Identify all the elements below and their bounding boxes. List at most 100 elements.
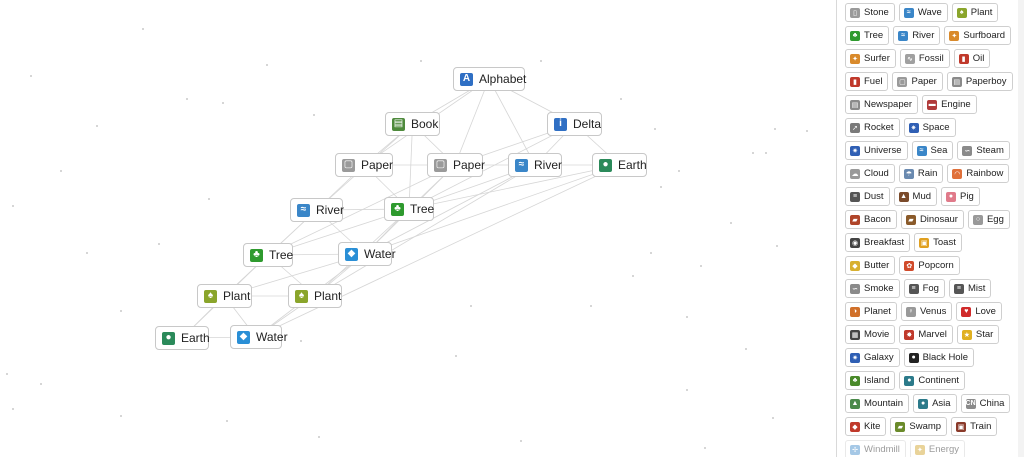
canvas-node-water2[interactable]: ◆Water	[230, 325, 288, 349]
sidebar-item-mud[interactable]: ▲Mud	[893, 187, 938, 206]
sidebar-item-rainbow[interactable]: ◠Rainbow	[947, 164, 1010, 183]
sidebar-item-paper[interactable]: ▢Paper	[892, 72, 943, 91]
sidebar-item-pig[interactable]: ●Pig	[941, 187, 980, 206]
background-dot	[654, 128, 656, 130]
sidebar-item-tree[interactable]: ♣Tree	[845, 26, 890, 45]
sidebar-item-fog[interactable]: ≡Fog	[903, 279, 945, 298]
sidebar-item-surfer[interactable]: ✦Surfer	[845, 49, 896, 68]
mist-icon: ≡	[953, 283, 964, 294]
paper-icon: ▢	[434, 158, 447, 172]
sidebar-item-smoke[interactable]: ∽Smoke	[845, 279, 900, 298]
newspaper-icon: ▤	[951, 76, 962, 87]
background-dot	[540, 60, 542, 62]
oil-icon: ▮	[958, 53, 969, 64]
sidebar-item-love[interactable]: ♥Love	[956, 302, 1002, 321]
items-sidebar[interactable]: ▯Stone≈Wave♠Plant♣Tree≈River✦Surfboard✦S…	[836, 0, 1024, 457]
sidebar-item-dust[interactable]: ≡Dust	[845, 187, 890, 206]
sidebar-item-black-hole[interactable]: ●Black Hole	[903, 348, 974, 367]
movie-icon: ▦	[850, 329, 860, 340]
sidebar-item-continent[interactable]: ●Continent	[899, 371, 966, 390]
sidebar-item-paperboy[interactable]: ▤Paperboy	[946, 72, 1013, 91]
sidebar-item-mountain[interactable]: ▲Mountain	[845, 394, 910, 413]
sidebar-item-universe[interactable]: ✷Universe	[845, 141, 908, 160]
sidebar-item-popcorn[interactable]: ✿Popcorn	[899, 256, 960, 275]
sidebar-item-plant[interactable]: ♠Plant	[951, 3, 999, 22]
planet-icon: ◑	[850, 306, 860, 317]
canvas-node-book[interactable]: ▤Book	[385, 112, 440, 136]
wave-icon: ≈	[515, 158, 528, 172]
sidebar-item-rain[interactable]: ☂Rain	[898, 164, 944, 183]
earth-icon: ●	[162, 331, 175, 345]
canvas-node-paper1[interactable]: ▢Paper	[335, 153, 393, 177]
background-dot	[455, 355, 457, 357]
sidebar-item-space[interactable]: ✷Space	[903, 118, 956, 137]
egg-icon: ○	[972, 214, 983, 225]
sidebar-item-fuel[interactable]: ▮Fuel	[845, 72, 889, 91]
tree-icon: ♣	[250, 248, 263, 262]
smoke-icon: ∽	[850, 283, 860, 294]
sidebar-item-label: Marvel	[918, 329, 947, 340]
star-icon: ★	[961, 329, 972, 340]
sidebar-item-energy[interactable]: ✦Energy	[909, 440, 965, 457]
canvas-node-tree2[interactable]: ♣Tree	[243, 243, 293, 267]
sidebar-item-stone[interactable]: ▯Stone	[845, 3, 895, 22]
train-icon: ▣	[956, 421, 967, 432]
sidebar-item-train[interactable]: ▣Train	[951, 417, 998, 436]
sidebar-item-oil[interactable]: ▮Oil	[953, 49, 991, 68]
sidebar-item-label: River	[912, 30, 935, 41]
globe-icon: ●	[904, 375, 915, 386]
sidebar-item-newspaper[interactable]: ▤Newspaper	[845, 95, 919, 114]
sidebar-item-toast[interactable]: ▣Toast	[914, 233, 962, 252]
sidebar-item-label: Breakfast	[864, 237, 905, 248]
sidebar-item-planet[interactable]: ◑Planet	[845, 302, 897, 321]
sidebar-item-rocket[interactable]: ➚Rocket	[845, 118, 900, 137]
sidebar-item-galaxy[interactable]: ✷Galaxy	[845, 348, 900, 367]
canvas-node-earth2[interactable]: ●Earth	[155, 326, 210, 350]
canvas-node-river1[interactable]: ≈River	[508, 153, 562, 177]
sidebar-item-fossil[interactable]: ∿Fossil	[899, 49, 950, 68]
sidebar-item-wave[interactable]: ≈Wave	[898, 3, 948, 22]
sidebar-item-swamp[interactable]: ▰Swamp	[890, 417, 948, 436]
sidebar-item-movie[interactable]: ▦Movie	[845, 325, 896, 344]
sidebar-item-engine[interactable]: ▬Engine	[922, 95, 977, 114]
sidebar-item-asia[interactable]: ●Asia	[913, 394, 957, 413]
sidebar-item-cloud[interactable]: ☁Cloud	[845, 164, 895, 183]
canvas-node-tree1[interactable]: ♣Tree	[384, 197, 434, 221]
sidebar-item-butter[interactable]: ◆Butter	[845, 256, 896, 275]
node-label: Earth	[618, 158, 647, 172]
sidebar-item-venus[interactable]: ♀Venus	[900, 302, 953, 321]
sidebar-item-breakfast[interactable]: ◉Breakfast	[845, 233, 911, 252]
canvas-node-paper2[interactable]: ▢Paper	[427, 153, 485, 177]
sidebar-item-label: Rain	[917, 168, 938, 179]
sidebar-item-bacon[interactable]: ▰Bacon	[845, 210, 897, 229]
sidebar-item-island[interactable]: ♣Island	[845, 371, 896, 390]
canvas-node-river2[interactable]: ≈River	[290, 198, 344, 222]
sidebar-item-windmill[interactable]: ✢Windmill	[845, 440, 906, 457]
sidebar-item-steam[interactable]: ∽Steam	[957, 141, 1010, 160]
connection-line	[255, 164, 620, 338]
canvas-node-water1[interactable]: ◆Water	[338, 242, 396, 266]
sidebar-item-kite[interactable]: ◆Kite	[845, 417, 887, 436]
sidebar-item-surfboard[interactable]: ✦Surfboard	[944, 26, 1012, 45]
sidebar-item-label: Continent	[918, 375, 960, 386]
canvas-node-plant2[interactable]: ♠Plant	[288, 284, 342, 308]
sidebar-item-marvel[interactable]: ✸Marvel	[899, 325, 953, 344]
sidebar-item-mist[interactable]: ≡Mist	[948, 279, 992, 298]
sidebar-scrollbar[interactable]	[1018, 0, 1024, 457]
sidebar-item-dinosaur[interactable]: ▰Dinosaur	[900, 210, 964, 229]
background-dot	[186, 98, 188, 100]
sidebar-item-sea[interactable]: ≈Sea	[911, 141, 954, 160]
sidebar-item-egg[interactable]: ○Egg	[967, 210, 1010, 229]
background-dot	[765, 152, 767, 154]
sidebar-item-river[interactable]: ≈River	[893, 26, 941, 45]
wave-icon: ≈	[903, 7, 914, 18]
canvas-node-earth1[interactable]: ●Earth	[592, 153, 647, 177]
sidebar-item-label: Pig	[960, 191, 974, 202]
canvas-node-plant1[interactable]: ♠Plant	[197, 284, 252, 308]
background-dot	[226, 420, 228, 422]
sidebar-item-star[interactable]: ★Star	[956, 325, 1000, 344]
